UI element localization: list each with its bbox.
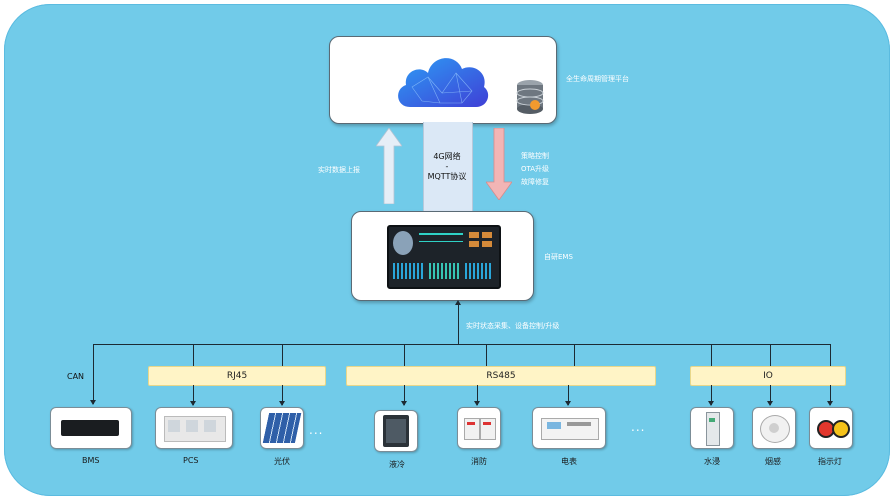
- cooling-device-icon: [374, 410, 418, 452]
- arrow-smoke: [767, 401, 773, 406]
- pcs-label: PCS: [183, 456, 199, 465]
- drop-io-1: [711, 344, 712, 366]
- downlink-line-2: OTA升级: [521, 165, 550, 173]
- ems-label: 自研EMS: [544, 253, 573, 261]
- drop-can: [93, 344, 94, 404]
- drop-pv: [282, 385, 283, 405]
- arrow-indicator: [827, 401, 833, 406]
- network-band: [423, 122, 473, 211]
- downlink-line-1: 策略控制: [521, 152, 549, 160]
- drop-water: [711, 385, 712, 405]
- arrow-meter: [565, 401, 571, 406]
- smoke-device-icon: [752, 407, 796, 449]
- can-label: CAN: [67, 372, 85, 381]
- water-device-icon: [690, 407, 734, 449]
- pcs-device-icon: [155, 407, 233, 449]
- arrow-pcs: [190, 401, 196, 406]
- arrow-water: [708, 401, 714, 406]
- arrow-cooling: [401, 401, 407, 406]
- cooling-label: 液冷: [389, 460, 405, 469]
- fire-device-icon: [457, 407, 501, 449]
- indicator-label: 指示灯: [818, 457, 842, 466]
- rj45-bus: RJ45: [148, 366, 326, 386]
- bms-device-icon: [50, 407, 132, 449]
- network-line-2: -: [445, 162, 449, 171]
- drop-meter: [568, 385, 569, 405]
- drop-fire: [477, 385, 478, 405]
- collect-label: 实时状态采集、设备控制/升级: [466, 322, 560, 330]
- pv-device-icon: [260, 407, 304, 449]
- network-text: 4G网络 - MQTT协议: [418, 152, 476, 182]
- drop-io-2: [770, 344, 771, 366]
- drop-rs485-3: [574, 344, 575, 366]
- water-label: 水浸: [704, 457, 720, 466]
- network-line-3: MQTT协议: [427, 172, 467, 181]
- meter-label: 电表: [561, 457, 577, 466]
- drop-rj45-1: [193, 344, 194, 366]
- drop-cooling: [404, 385, 405, 405]
- pv-label: 光伏: [274, 457, 290, 466]
- downlink-labels: 策略控制 OTA升级 故障修复: [521, 150, 549, 189]
- cloud-icon: [398, 58, 489, 107]
- main-bus-line: [93, 344, 831, 345]
- uplink-arrow: [376, 128, 402, 204]
- arrow-fire: [474, 401, 480, 406]
- network-line-1: 4G网络: [433, 152, 461, 161]
- drop-io-3: [830, 344, 831, 366]
- downlink-arrow: [486, 128, 512, 200]
- smoke-label: 烟感: [765, 457, 781, 466]
- arrow-pv: [279, 401, 285, 406]
- platform-label: 全生命周期管理平台: [566, 75, 629, 83]
- drop-pcs: [193, 385, 194, 405]
- meter-device-icon: [532, 407, 606, 449]
- ems-screen-icon: [387, 225, 501, 289]
- database-icon: [516, 80, 544, 114]
- drop-rs485-2: [486, 344, 487, 366]
- ellipsis-rj45: ...: [309, 423, 324, 437]
- arrow-bms: [90, 400, 96, 405]
- ems-card: [351, 211, 534, 301]
- fire-label: 消防: [471, 457, 487, 466]
- drop-rs485-1: [404, 344, 405, 366]
- cloud-platform-card: [329, 36, 557, 124]
- downlink-line-3: 故障修复: [521, 178, 549, 186]
- io-bus: IO: [690, 366, 846, 386]
- ems-link-arrow: [455, 300, 461, 305]
- drop-rj45-2: [282, 344, 283, 366]
- drop-indicator: [830, 385, 831, 405]
- ems-link-line: [458, 305, 459, 344]
- uplink-label: 实时数据上报: [318, 166, 360, 174]
- rs485-bus: RS485: [346, 366, 656, 386]
- bms-label: BMS: [82, 456, 100, 465]
- indicator-device-icon: [809, 407, 853, 449]
- drop-smoke: [770, 385, 771, 405]
- ellipsis-rs485: ...: [631, 420, 646, 434]
